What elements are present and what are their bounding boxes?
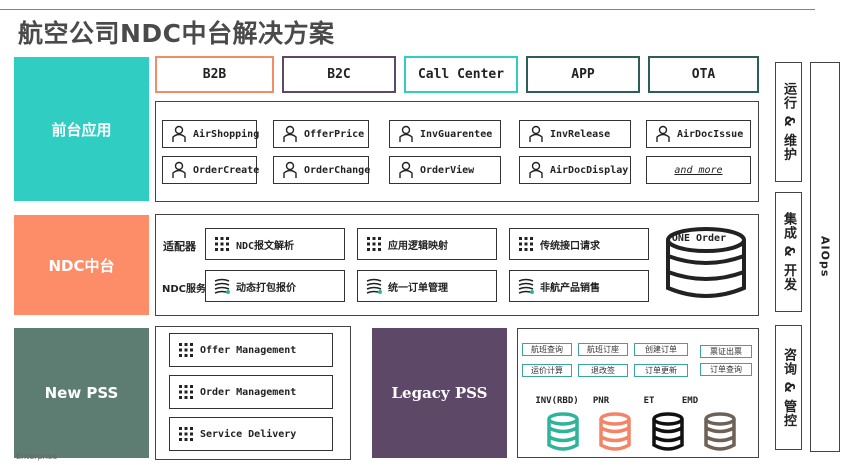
pss-module-card[interactable]: Offer Management bbox=[169, 333, 333, 367]
db-label-emd: EMD bbox=[681, 396, 699, 406]
grid-icon bbox=[516, 234, 536, 254]
pnr-database-icon bbox=[598, 411, 632, 457]
aiops-label: AIOps bbox=[818, 236, 832, 278]
person-icon bbox=[396, 124, 416, 144]
service-card[interactable]: 动态打包报价 bbox=[205, 270, 345, 302]
and-more-link[interactable]: and more bbox=[646, 156, 751, 184]
api-card[interactable]: OrderView bbox=[389, 156, 501, 184]
api-label: AirDocIssue bbox=[677, 128, 744, 140]
service-label-text: 统一订单管理 bbox=[388, 282, 448, 294]
service-label-text: 动态打包报价 bbox=[236, 282, 296, 294]
grid-icon bbox=[176, 424, 196, 444]
api-label: OrderView bbox=[420, 164, 475, 176]
legacy-function-tag: 航班订座 bbox=[578, 343, 628, 356]
legacy-function-tag: 创建订单 bbox=[634, 343, 688, 356]
api-card[interactable]: AirDocIssue bbox=[646, 120, 751, 148]
footer-fragment: Enterprise bbox=[16, 452, 58, 461]
integration-dev-box: 集成 & 开发 bbox=[775, 192, 802, 312]
channel-call-center[interactable]: Call Center bbox=[404, 56, 518, 93]
emd-database-icon bbox=[703, 411, 737, 457]
api-card[interactable]: OrderCreate bbox=[162, 156, 260, 184]
api-card[interactable]: OfferPrice bbox=[273, 120, 369, 148]
api-card[interactable]: InvGuarentee bbox=[389, 120, 501, 148]
pss-module-card[interactable]: Service Delivery bbox=[169, 417, 333, 451]
legacy-pss-block[interactable]: Legacy PSS bbox=[372, 328, 507, 458]
api-label: AirShopping bbox=[193, 128, 260, 140]
front-api-panel bbox=[155, 101, 759, 202]
pss-module-label: Service Delivery bbox=[200, 428, 297, 440]
grid-icon bbox=[176, 382, 196, 402]
adapter-label: 适配器 bbox=[163, 240, 196, 253]
one-order-label: ONE Order bbox=[671, 233, 727, 244]
channel-ota[interactable]: OTA bbox=[648, 56, 759, 93]
legacy-function-tag: 运价计算 bbox=[522, 364, 572, 377]
governance-box: 咨询 & 管控 bbox=[775, 325, 802, 450]
channel-b2c[interactable]: B2C bbox=[282, 56, 396, 93]
top-accent-line bbox=[0, 9, 815, 10]
api-label: InvRelease bbox=[550, 128, 611, 140]
legacy-function-tag: 订单查询 bbox=[700, 363, 752, 376]
pss-module-label: Order Management bbox=[200, 386, 297, 398]
grid-icon bbox=[176, 340, 196, 360]
person-icon bbox=[169, 124, 189, 144]
api-label: OrderCreate bbox=[193, 164, 260, 176]
person-icon bbox=[280, 160, 300, 180]
adapter-card[interactable]: 应用逻辑映射 bbox=[357, 228, 497, 260]
ops-maintenance-box: 运行 & 维护 bbox=[775, 62, 802, 182]
governance-label: 咨询 & 管控 bbox=[781, 347, 796, 428]
api-label: OrderChange bbox=[304, 164, 371, 176]
inv-database-icon bbox=[546, 411, 580, 457]
integration-dev-label: 集成 & 开发 bbox=[781, 212, 796, 292]
legacy-function-tag: 航班查询 bbox=[522, 343, 572, 356]
ndc-service-label: NDC服务 bbox=[162, 284, 207, 295]
adapter-label-text: 应用逻辑映射 bbox=[388, 240, 448, 252]
service-card[interactable]: 非航产品销售 bbox=[509, 270, 649, 302]
db-label-inv: INV(RBD) bbox=[535, 396, 579, 406]
adapter-label-text: 传统接口请求 bbox=[540, 240, 600, 252]
new-pss-band: New PSS bbox=[14, 328, 149, 458]
person-icon bbox=[169, 160, 189, 180]
service-card[interactable]: 统一订单管理 bbox=[357, 270, 497, 302]
stack-layers-icon bbox=[364, 276, 384, 296]
api-card[interactable]: AirShopping bbox=[162, 120, 260, 148]
channel-b2b[interactable]: B2B bbox=[155, 56, 274, 93]
api-card[interactable]: InvRelease bbox=[519, 120, 631, 148]
service-label-text: 非航产品销售 bbox=[540, 282, 600, 294]
aiops-box: AIOps bbox=[810, 62, 840, 452]
legacy-function-tag: 退改签 bbox=[578, 364, 628, 377]
api-label: OfferPrice bbox=[304, 128, 365, 140]
one-order-database-icon bbox=[660, 224, 752, 304]
stack-layers-icon bbox=[212, 276, 232, 296]
adapter-label-text: NDC报文解析 bbox=[236, 240, 295, 252]
adapter-card[interactable]: 传统接口请求 bbox=[509, 228, 649, 260]
api-label: InvGuarentee bbox=[420, 128, 493, 140]
api-card[interactable]: OrderChange bbox=[273, 156, 371, 184]
db-label-et: ET bbox=[643, 396, 655, 406]
stack-layers-icon bbox=[516, 276, 536, 296]
adapter-card[interactable]: NDC报文解析 bbox=[205, 228, 345, 260]
channel-app[interactable]: APP bbox=[526, 56, 640, 93]
pss-module-card[interactable]: Order Management bbox=[169, 375, 333, 409]
ops-maintenance-label: 运行 & 维护 bbox=[781, 82, 796, 162]
person-icon bbox=[526, 124, 546, 144]
db-label-pnr: PNR bbox=[592, 396, 610, 406]
page-title: 航空公司NDC中台解决方案 bbox=[18, 19, 335, 48]
grid-icon bbox=[212, 234, 232, 254]
pss-module-label: Offer Management bbox=[200, 344, 297, 356]
legacy-function-tag: 票证出票 bbox=[700, 345, 752, 358]
et-database-icon bbox=[651, 411, 685, 457]
grid-icon bbox=[364, 234, 384, 254]
front-app-band: 前台应用 bbox=[14, 57, 149, 201]
api-card[interactable]: AirDocDisplay bbox=[519, 156, 631, 184]
person-icon bbox=[396, 160, 416, 180]
person-icon bbox=[280, 124, 300, 144]
person-icon bbox=[526, 160, 546, 180]
person-icon bbox=[653, 124, 673, 144]
and-more-label: and more bbox=[674, 164, 723, 176]
legacy-function-tag: 订单更新 bbox=[634, 364, 688, 377]
api-label: AirDocDisplay bbox=[550, 164, 629, 176]
ndc-middle-band: NDC中台 bbox=[14, 215, 149, 315]
